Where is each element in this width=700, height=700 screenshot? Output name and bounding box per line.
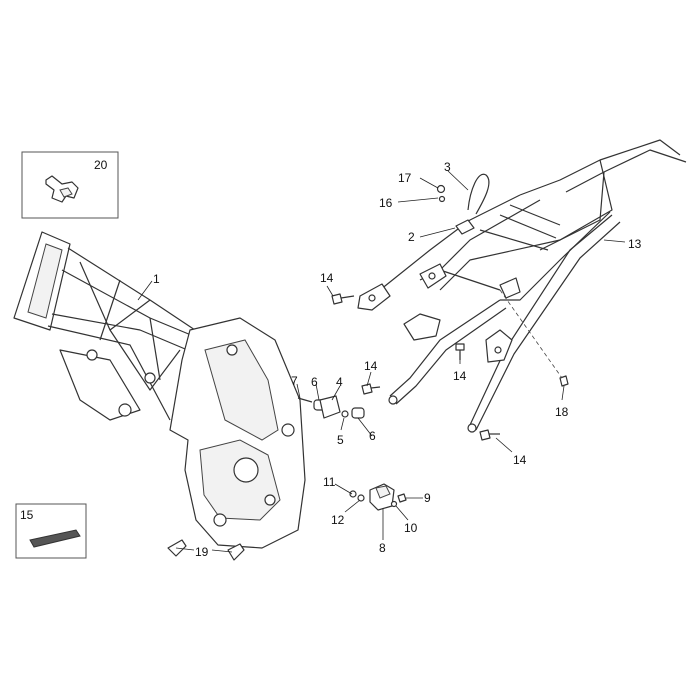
leader-lines [137, 170, 626, 553]
callout-14-middle: 14 [364, 359, 378, 373]
screw-part-18 [559, 375, 569, 387]
bolt-part-7 [297, 397, 313, 403]
callout-19: 19 [195, 545, 209, 559]
callout-5: 5 [337, 433, 344, 447]
inset-box-20 [21, 151, 119, 219]
callout-13: 13 [628, 237, 642, 251]
callout-labels: 1 2 3 4 5 6 6 7 8 9 10 11 12 13 14 14 14… [20, 158, 642, 559]
callout-9: 9 [424, 491, 431, 505]
washer-part-16 [438, 195, 446, 203]
pad-part-15 [29, 529, 81, 548]
callout-7: 7 [291, 374, 298, 388]
callout-1: 1 [153, 272, 160, 286]
main-frame-part-1 [13, 231, 306, 549]
washer-part-12 [357, 494, 365, 502]
callout-14-right: 14 [453, 369, 467, 383]
bolt-part-14-middle [361, 383, 381, 395]
nut-part-11 [349, 490, 357, 498]
clip-part-20 [45, 175, 79, 203]
screw-part-9 [397, 493, 407, 503]
callout-4: 4 [336, 375, 343, 389]
callout-14-upper: 14 [320, 271, 334, 285]
rivet-part-19-right [227, 543, 245, 561]
washer-part-10 [390, 500, 398, 508]
callout-17: 17 [398, 171, 412, 185]
mount-part-4 [319, 395, 341, 419]
bolt-part-14-upper [331, 293, 355, 305]
callout-11: 11 [323, 475, 336, 489]
callout-6b: 6 [369, 429, 376, 443]
callout-6a: 6 [311, 375, 318, 389]
callout-2: 2 [408, 230, 415, 244]
inset-box-15 [15, 503, 87, 559]
cable-part-3 [467, 173, 490, 215]
callout-20: 20 [94, 158, 108, 172]
callout-8: 8 [379, 541, 386, 555]
spacer-part-5 [341, 410, 349, 418]
callout-16: 16 [379, 196, 393, 210]
callout-10: 10 [404, 521, 418, 535]
callout-3: 3 [444, 160, 451, 174]
nut-part-17 [436, 184, 446, 194]
callout-12: 12 [331, 513, 345, 527]
bolt-part-14-lower [479, 429, 500, 441]
callout-15: 15 [20, 508, 34, 522]
callout-18: 18 [555, 405, 569, 419]
callout-14-lower: 14 [513, 453, 527, 467]
relay-part-8 [369, 483, 395, 511]
bushing-part-6b [351, 407, 365, 419]
clamp-part-2 [455, 219, 475, 235]
rear-subframe-part-13 [357, 139, 687, 433]
